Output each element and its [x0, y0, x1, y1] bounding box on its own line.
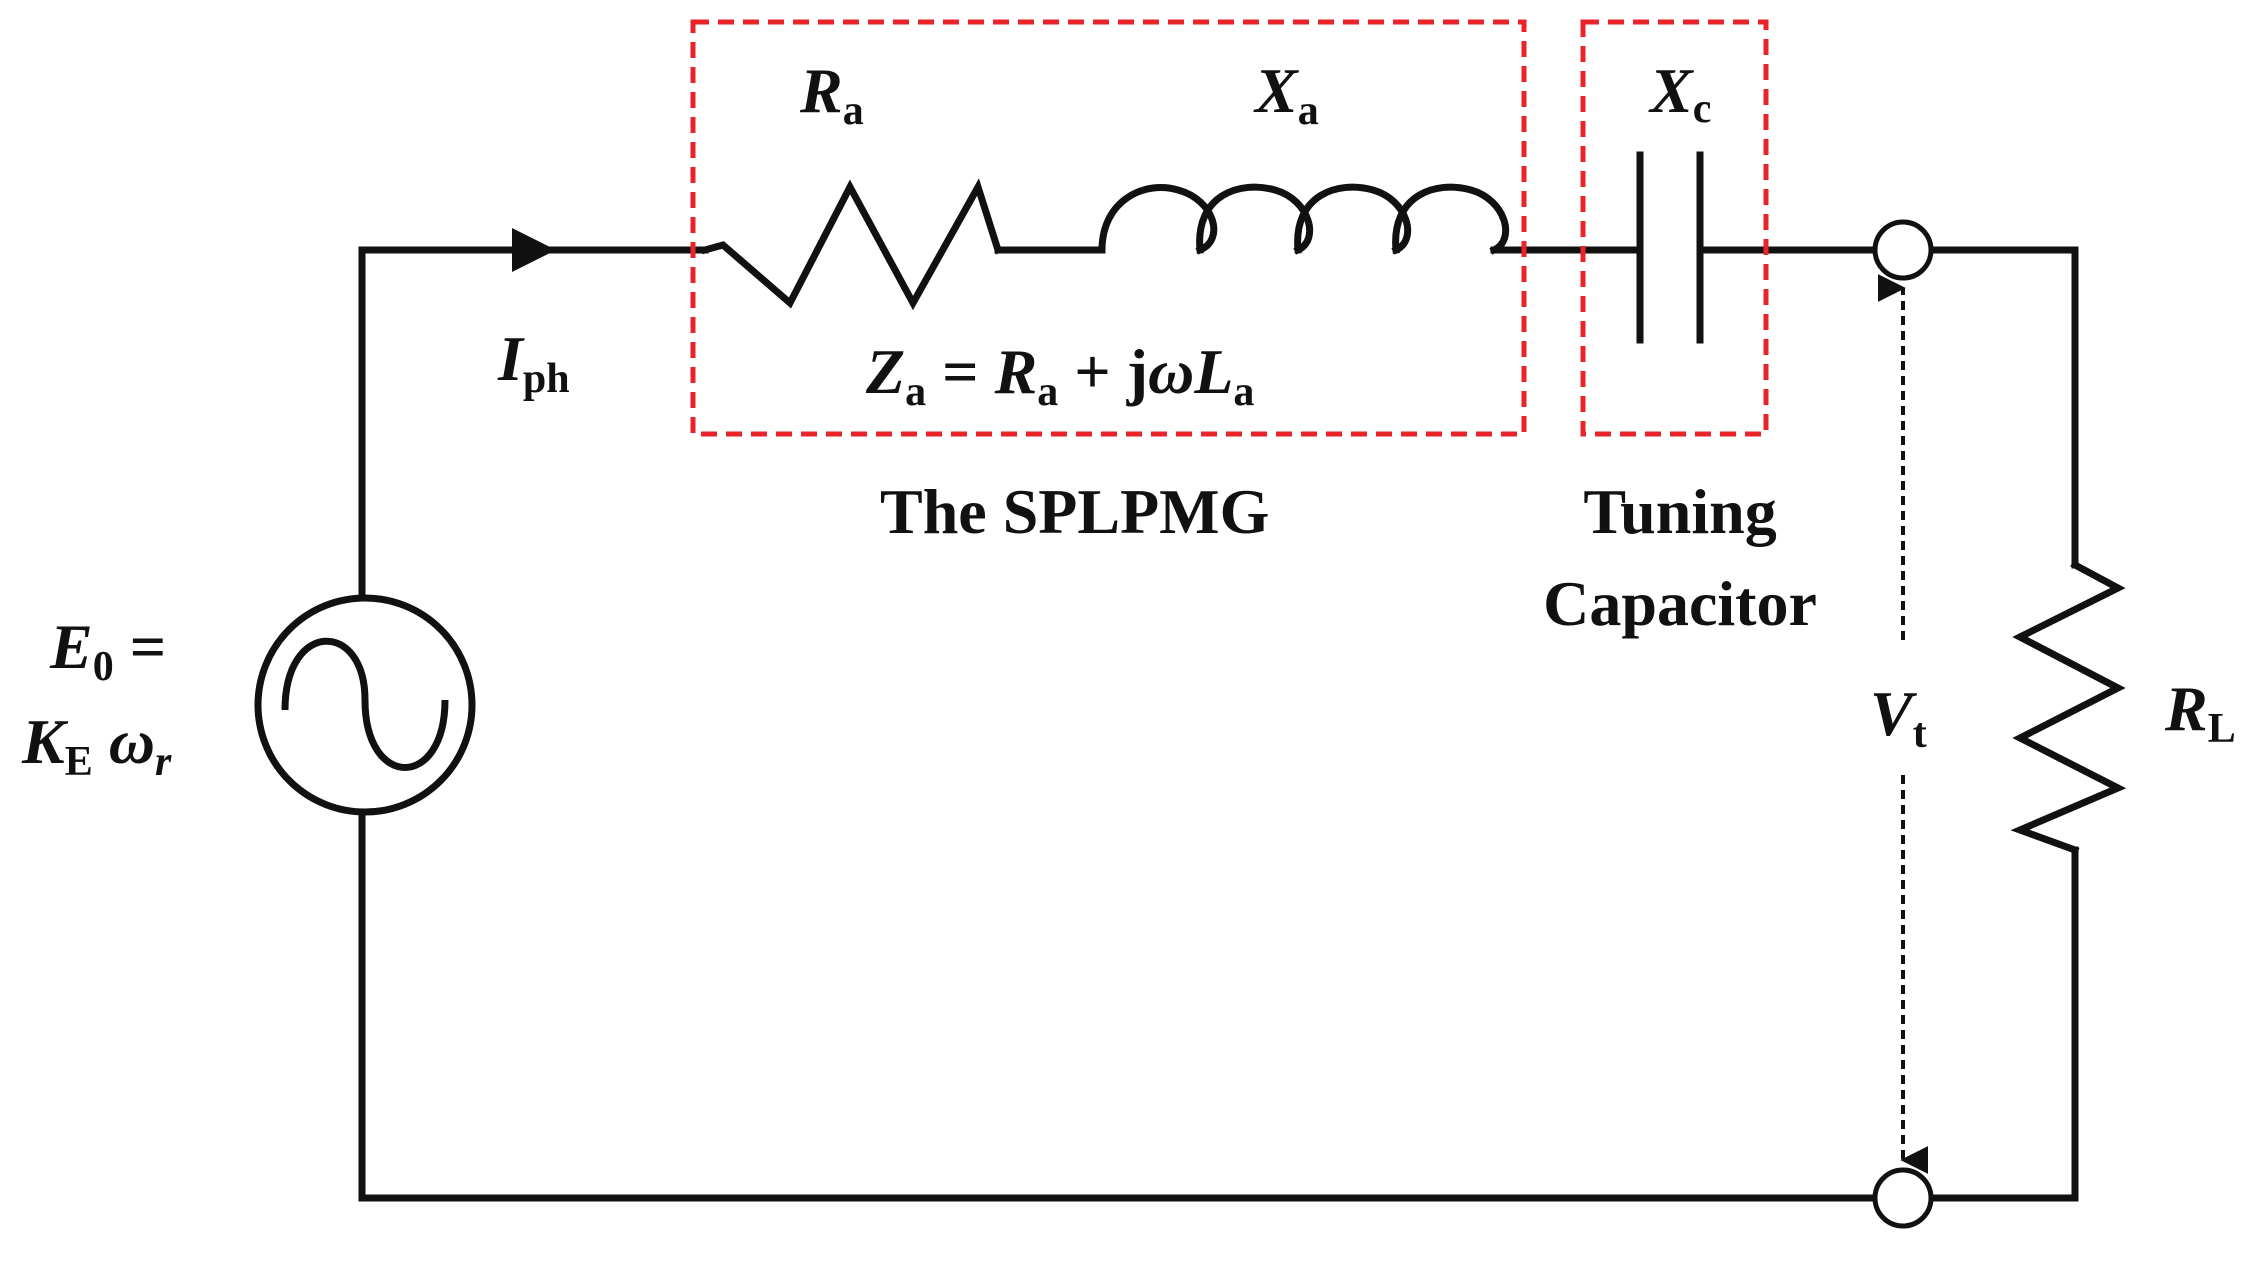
inductor-xa [1098, 183, 1510, 255]
capacitor-box [1580, 19, 1769, 437]
label-iph: Iph [497, 323, 570, 402]
terminal-top [1872, 219, 1934, 281]
label-ra: Ra [799, 55, 864, 134]
label-capacitor-line2: Capacitor [1543, 568, 1817, 639]
sine-wave-icon [281, 637, 449, 771]
label-e0-line1: E0 = [49, 611, 166, 690]
wires [358, 151, 2127, 1202]
label-vt: Vt [1870, 678, 1927, 757]
label-xc: Xc [1648, 55, 1711, 132]
wire-top-right [1926, 246, 2079, 569]
label-generator-box: The SPLPMG [880, 476, 1269, 547]
terminal-bottom [1872, 1167, 1934, 1229]
resistor-ra [700, 178, 1003, 311]
splpmg-box [690, 19, 1527, 437]
label-capacitor-line1: Tuning [1583, 476, 1776, 547]
wire-bottom-right [1926, 846, 2079, 1202]
resistor-rl [2010, 560, 2127, 855]
wire-bottom [358, 808, 1879, 1202]
label-e0-line2: KE ωr [21, 706, 172, 785]
current-arrow-icon [512, 228, 556, 272]
ac-source [254, 594, 476, 816]
label-za-equation: Za = Ra + jωLa [865, 336, 1254, 415]
wire-top-left [358, 246, 709, 602]
label-xa: Xa [1253, 55, 1319, 134]
label-rl: RL [2164, 673, 2236, 752]
